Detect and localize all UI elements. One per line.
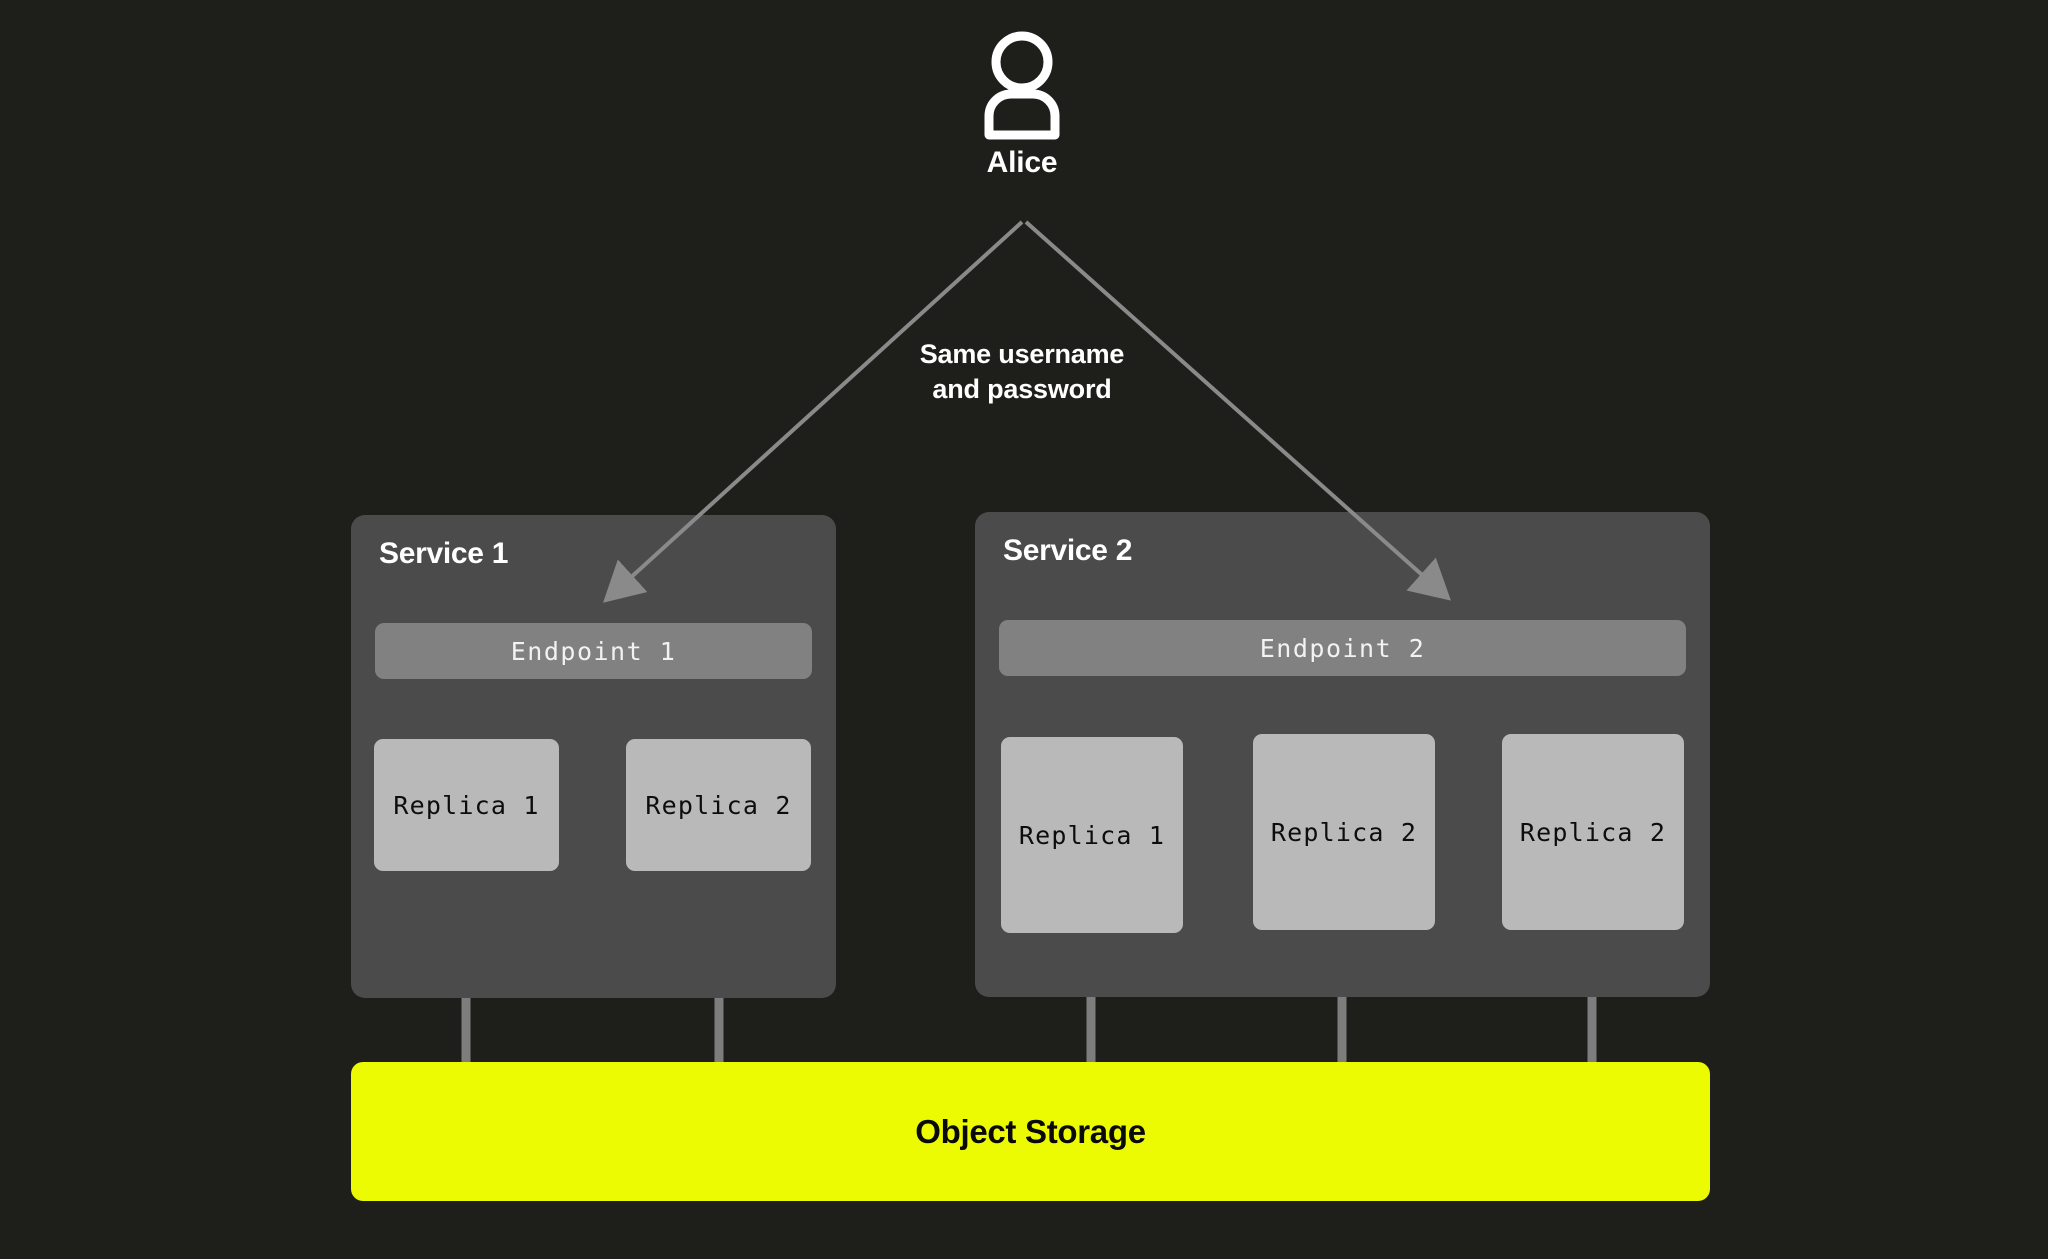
service-panel-1[interactable]: Service 1 Endpoint 1 Replica 1 Replica 2	[351, 515, 836, 998]
edge-caption: Same username and password	[842, 337, 1202, 406]
service-2-replica-1[interactable]: Replica 1	[1001, 737, 1183, 933]
service-2-replica-2[interactable]: Replica 2	[1253, 734, 1435, 930]
object-storage-bar[interactable]: Object Storage	[351, 1062, 1710, 1201]
service-1-replica-1[interactable]: Replica 1	[374, 739, 559, 871]
service-panel-2[interactable]: Service 2 Endpoint 2 Replica 1 Replica 2…	[975, 512, 1710, 997]
object-storage-label: Object Storage	[915, 1112, 1146, 1150]
user-avatar-icon	[984, 31, 1060, 140]
edge-caption-line-2: and password	[932, 373, 1112, 404]
endpoint-1[interactable]: Endpoint 1	[375, 623, 812, 679]
service-1-replica-2[interactable]: Replica 2	[626, 739, 811, 871]
actor-label: Alice	[986, 146, 1058, 179]
service-2-title: Service 2	[1003, 534, 1133, 567]
service-1-title: Service 1	[379, 537, 509, 570]
actor-alice: Alice	[938, 30, 1106, 179]
edge-caption-line-1: Same username	[919, 339, 1125, 369]
endpoint-2[interactable]: Endpoint 2	[999, 620, 1686, 676]
service-2-replica-3[interactable]: Replica 2	[1502, 734, 1684, 930]
